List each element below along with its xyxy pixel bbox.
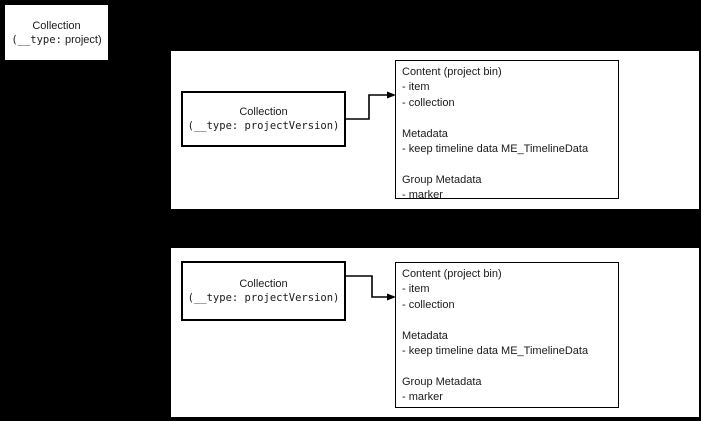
content-line: [402, 157, 612, 172]
node-content-details-1[interactable]: Content (project bin) - item - collectio…: [395, 60, 619, 201]
node-title: Collection: [32, 19, 81, 32]
node-subtitle: (__type: project): [11, 33, 101, 47]
node-collection-projectversion-1[interactable]: Collection (__type: projectVersion): [181, 91, 346, 147]
node-subtitle: (__type: projectVersion): [187, 292, 340, 304]
content-line: [402, 313, 612, 328]
node-collection-projectversion-2[interactable]: Collection (__type: projectVersion): [181, 261, 346, 321]
content-line: - collection: [402, 96, 455, 109]
node-content-details-2[interactable]: Content (project bin) - item - collectio…: [395, 262, 619, 408]
content-line: Group Metadata: [402, 173, 482, 186]
content-line: [402, 359, 612, 374]
content-line: Content (project bin): [402, 66, 502, 78]
content-line: Content (project bin): [402, 268, 502, 280]
type-value: project): [61, 33, 102, 46]
content-line: - collection: [402, 298, 455, 311]
type-label-mono: (__type:: [11, 33, 62, 46]
content-line: - keep timeline data ME_TimelineData: [402, 345, 589, 358]
node-subtitle: (__type: projectVersion): [187, 120, 340, 132]
node-collection-project[interactable]: Collection (__type: project): [3, 3, 110, 62]
content-line: - item: [402, 81, 430, 94]
content-line: - keep timeline data ME_TimelineData: [402, 143, 589, 156]
node-title: Collection: [239, 278, 288, 290]
content-line: - item: [402, 283, 430, 296]
content-line: - marker: [402, 189, 443, 202]
node-title: Collection: [239, 106, 288, 118]
content-line: Metadata: [402, 127, 448, 140]
content-line: Group Metadata: [402, 375, 482, 388]
content-line: [402, 111, 612, 126]
content-line: - marker: [402, 391, 443, 404]
content-line: Metadata: [402, 329, 448, 342]
